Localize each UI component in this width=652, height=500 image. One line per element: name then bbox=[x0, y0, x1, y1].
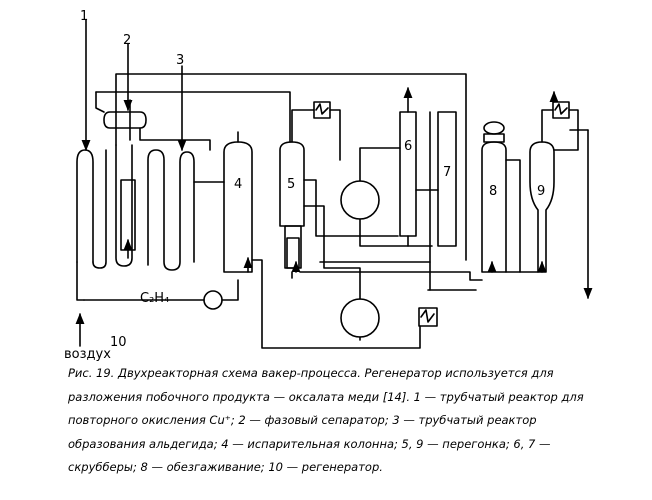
caption-line-1: Рис. 19. Двухреакторная схема вакер-проц… bbox=[68, 366, 554, 380]
process-flow-diagram: 1 2 3 4 5 6 7 8 9 10 C₂H₄ воздух bbox=[64, 9, 593, 362]
flow-arrows bbox=[75, 19, 593, 347]
label-8: 8 bbox=[489, 184, 497, 199]
piping bbox=[83, 73, 589, 349]
condenser-top-9 bbox=[552, 101, 570, 119]
phase-separator-2 bbox=[103, 111, 147, 129]
heat-exchanger-bottom bbox=[418, 307, 438, 327]
column-5 bbox=[279, 141, 305, 269]
label-ethylene: C₂H₄ bbox=[140, 291, 169, 306]
figure-caption: Рис. 19. Двухреакторная схема вакер-проц… bbox=[68, 362, 628, 480]
label-7: 7 bbox=[443, 165, 451, 180]
scrubber-6 bbox=[399, 111, 417, 237]
vessel-bottom bbox=[340, 298, 380, 338]
reactor-3-tubular bbox=[115, 144, 195, 271]
vessel-middle bbox=[340, 180, 380, 220]
label-2: 2 bbox=[123, 33, 131, 48]
reactor-1-tubular bbox=[76, 149, 107, 301]
caption-line-4: образования альдегида; 4 — испарительная… bbox=[68, 436, 551, 451]
label-10: 10 bbox=[110, 335, 127, 350]
label-9: 9 bbox=[537, 184, 545, 199]
condenser-top-5 bbox=[313, 101, 331, 119]
label-6: 6 bbox=[404, 139, 412, 154]
label-5: 5 bbox=[287, 177, 295, 192]
column-9 bbox=[529, 141, 555, 273]
degasser-8 bbox=[481, 121, 507, 273]
caption-line-5: скрубберы; 8 — обезгаживание; 10 — реген… bbox=[68, 460, 383, 474]
pump-bottom-left bbox=[203, 290, 223, 310]
label-3: 3 bbox=[176, 53, 184, 68]
caption-line-2: разложения побочного продукта — оксалата… bbox=[68, 389, 584, 404]
caption-line-3: повторного окисления Cu⁺; 2 — фазовый се… bbox=[68, 413, 537, 427]
label-4: 4 bbox=[234, 177, 242, 192]
label-1: 1 bbox=[80, 9, 88, 24]
column-4 bbox=[223, 131, 253, 273]
label-air: воздух bbox=[64, 347, 111, 362]
scrubber-7 bbox=[437, 111, 457, 247]
